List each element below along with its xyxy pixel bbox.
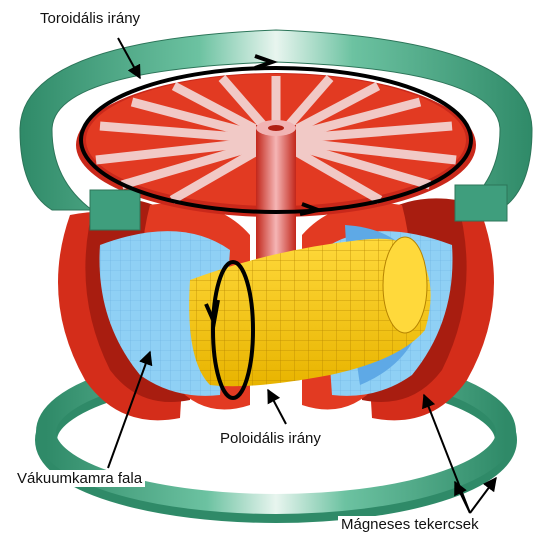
label-poloidal-direction: Poloidális irány (220, 430, 321, 447)
label-magnet-coils: Mágneses tekercsek (338, 516, 482, 533)
label-vacuum-wall: Vákuumkamra fala (14, 470, 145, 487)
label-toroidal-direction: Toroidális irány (40, 10, 140, 27)
